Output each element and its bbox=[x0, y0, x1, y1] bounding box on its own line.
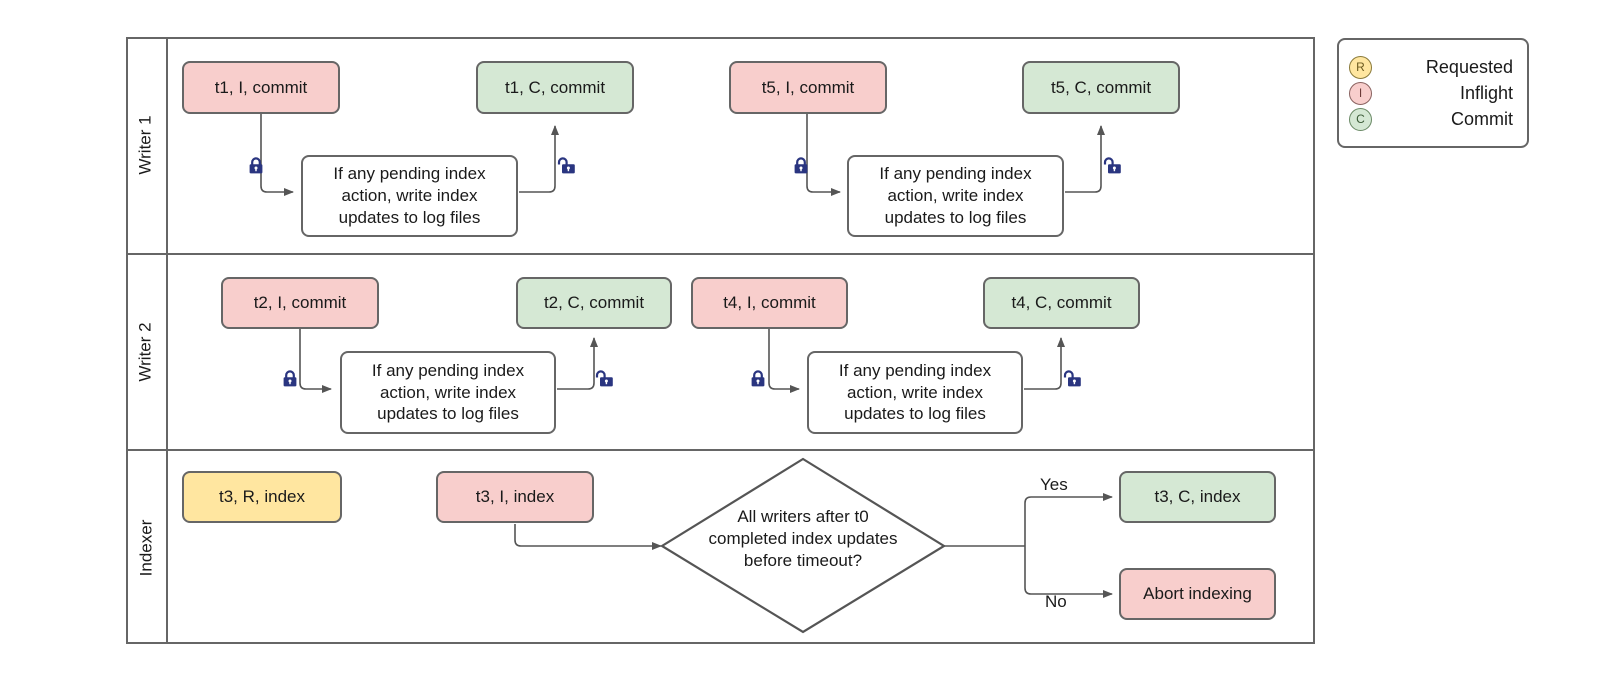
decision-line-2: completed index updates bbox=[708, 529, 898, 549]
lane-label-writer-2: Writer 2 bbox=[126, 255, 166, 449]
edge-label-no: No bbox=[1045, 592, 1067, 612]
legend-label-requested: Requested bbox=[1425, 56, 1513, 77]
lane-separator-2 bbox=[126, 449, 1315, 451]
legend-badge-requested-letter: R bbox=[1356, 60, 1365, 74]
legend-item-commit: C Commit bbox=[1349, 106, 1513, 132]
lock-open-icon bbox=[595, 370, 613, 387]
node-writer1-t1-index-write-label: If any pending index action, write index… bbox=[333, 164, 486, 227]
node-t3-commit[interactable]: t3, C, index bbox=[1119, 471, 1276, 523]
node-t2-inflight[interactable]: t2, I, commit bbox=[221, 277, 379, 329]
node-t5-commit-label: t5, C, commit bbox=[1050, 77, 1152, 97]
decision-timeout-text: All writers after t0 completed index upd… bbox=[683, 506, 923, 572]
lock-open-icon bbox=[1103, 157, 1121, 174]
legend-badge-requested-icon: R bbox=[1349, 55, 1372, 79]
node-t1-commit-label: t1, C, commit bbox=[504, 77, 606, 97]
lane-label-writer-1-text: Writer 1 bbox=[136, 115, 156, 175]
lane-separator-1 bbox=[126, 253, 1315, 255]
node-abort-indexing[interactable]: Abort indexing bbox=[1119, 568, 1276, 620]
node-t3-inflight[interactable]: t3, I, index bbox=[436, 471, 594, 523]
node-writer1-t5-index-write[interactable]: If any pending index action, write index… bbox=[847, 155, 1064, 237]
edge-label-yes: Yes bbox=[1040, 475, 1068, 495]
decision-line-1: All writers after t0 bbox=[737, 507, 869, 526]
lock-closed-icon bbox=[794, 157, 808, 174]
node-writer2-t4-index-write-label: If any pending index action, write index… bbox=[838, 360, 992, 424]
legend: R Requested I Inflight C Commit bbox=[1337, 38, 1529, 148]
lane-label-writer-1: Writer 1 bbox=[126, 37, 166, 253]
node-t5-commit[interactable]: t5, C, commit bbox=[1022, 61, 1180, 114]
node-t4-inflight[interactable]: t4, I, commit bbox=[691, 277, 848, 329]
edge-label-yes-text: Yes bbox=[1040, 475, 1068, 494]
lane-label-indexer-text: Indexer bbox=[136, 519, 156, 576]
lock-closed-icon bbox=[249, 157, 263, 174]
node-writer2-t2-index-write-label: If any pending index action, write index… bbox=[371, 360, 525, 424]
node-t3-inflight-label: t3, I, index bbox=[475, 487, 555, 507]
node-writer1-t1-index-write[interactable]: If any pending index action, write index… bbox=[301, 155, 518, 237]
node-t3-requested[interactable]: t3, R, index bbox=[182, 471, 342, 523]
node-writer2-t4-index-write[interactable]: If any pending index action, write index… bbox=[807, 351, 1023, 434]
lock-closed-icon bbox=[751, 370, 765, 387]
node-t4-commit-label: t4, C, commit bbox=[1011, 293, 1112, 313]
node-t1-commit[interactable]: t1, C, commit bbox=[476, 61, 634, 114]
node-t1-inflight-label: t1, I, commit bbox=[214, 77, 308, 97]
lane-label-column-divider bbox=[166, 37, 168, 644]
node-t3-requested-label: t3, R, index bbox=[219, 487, 305, 507]
node-t5-inflight[interactable]: t5, I, commit bbox=[729, 61, 887, 114]
decision-line-3: before timeout? bbox=[743, 551, 863, 571]
node-t5-inflight-label: t5, I, commit bbox=[761, 77, 855, 97]
node-t4-inflight-label: t4, I, commit bbox=[723, 293, 816, 313]
lock-open-icon bbox=[557, 157, 575, 174]
node-abort-indexing-label: Abort indexing bbox=[1143, 584, 1252, 604]
node-t2-inflight-label: t2, I, commit bbox=[253, 293, 347, 313]
node-writer1-t5-index-write-label: If any pending index action, write index… bbox=[879, 164, 1032, 227]
legend-item-inflight: I Inflight bbox=[1349, 80, 1513, 106]
lock-closed-icon bbox=[283, 370, 297, 387]
legend-label-commit: Commit bbox=[1451, 108, 1513, 129]
node-t3-commit-label: t3, C, index bbox=[1154, 487, 1241, 507]
edge-label-no-text: No bbox=[1045, 592, 1067, 611]
lane-label-writer-2-text: Writer 2 bbox=[136, 322, 156, 382]
node-t4-commit[interactable]: t4, C, commit bbox=[983, 277, 1140, 329]
legend-badge-commit-icon: C bbox=[1349, 107, 1372, 131]
legend-badge-inflight-icon: I bbox=[1349, 81, 1372, 105]
legend-label-inflight: Inflight bbox=[1459, 82, 1513, 103]
node-t2-commit[interactable]: t2, C, commit bbox=[516, 277, 672, 329]
legend-item-requested: R Requested bbox=[1349, 54, 1513, 80]
lane-label-indexer: Indexer bbox=[126, 451, 166, 644]
node-t1-inflight[interactable]: t1, I, commit bbox=[182, 61, 340, 114]
node-writer2-t2-index-write[interactable]: If any pending index action, write index… bbox=[340, 351, 556, 434]
node-t2-commit-label: t2, C, commit bbox=[543, 293, 645, 313]
legend-badge-commit-letter: C bbox=[1356, 112, 1365, 126]
lock-open-icon bbox=[1063, 370, 1081, 387]
legend-badge-inflight-letter: I bbox=[1358, 86, 1363, 100]
